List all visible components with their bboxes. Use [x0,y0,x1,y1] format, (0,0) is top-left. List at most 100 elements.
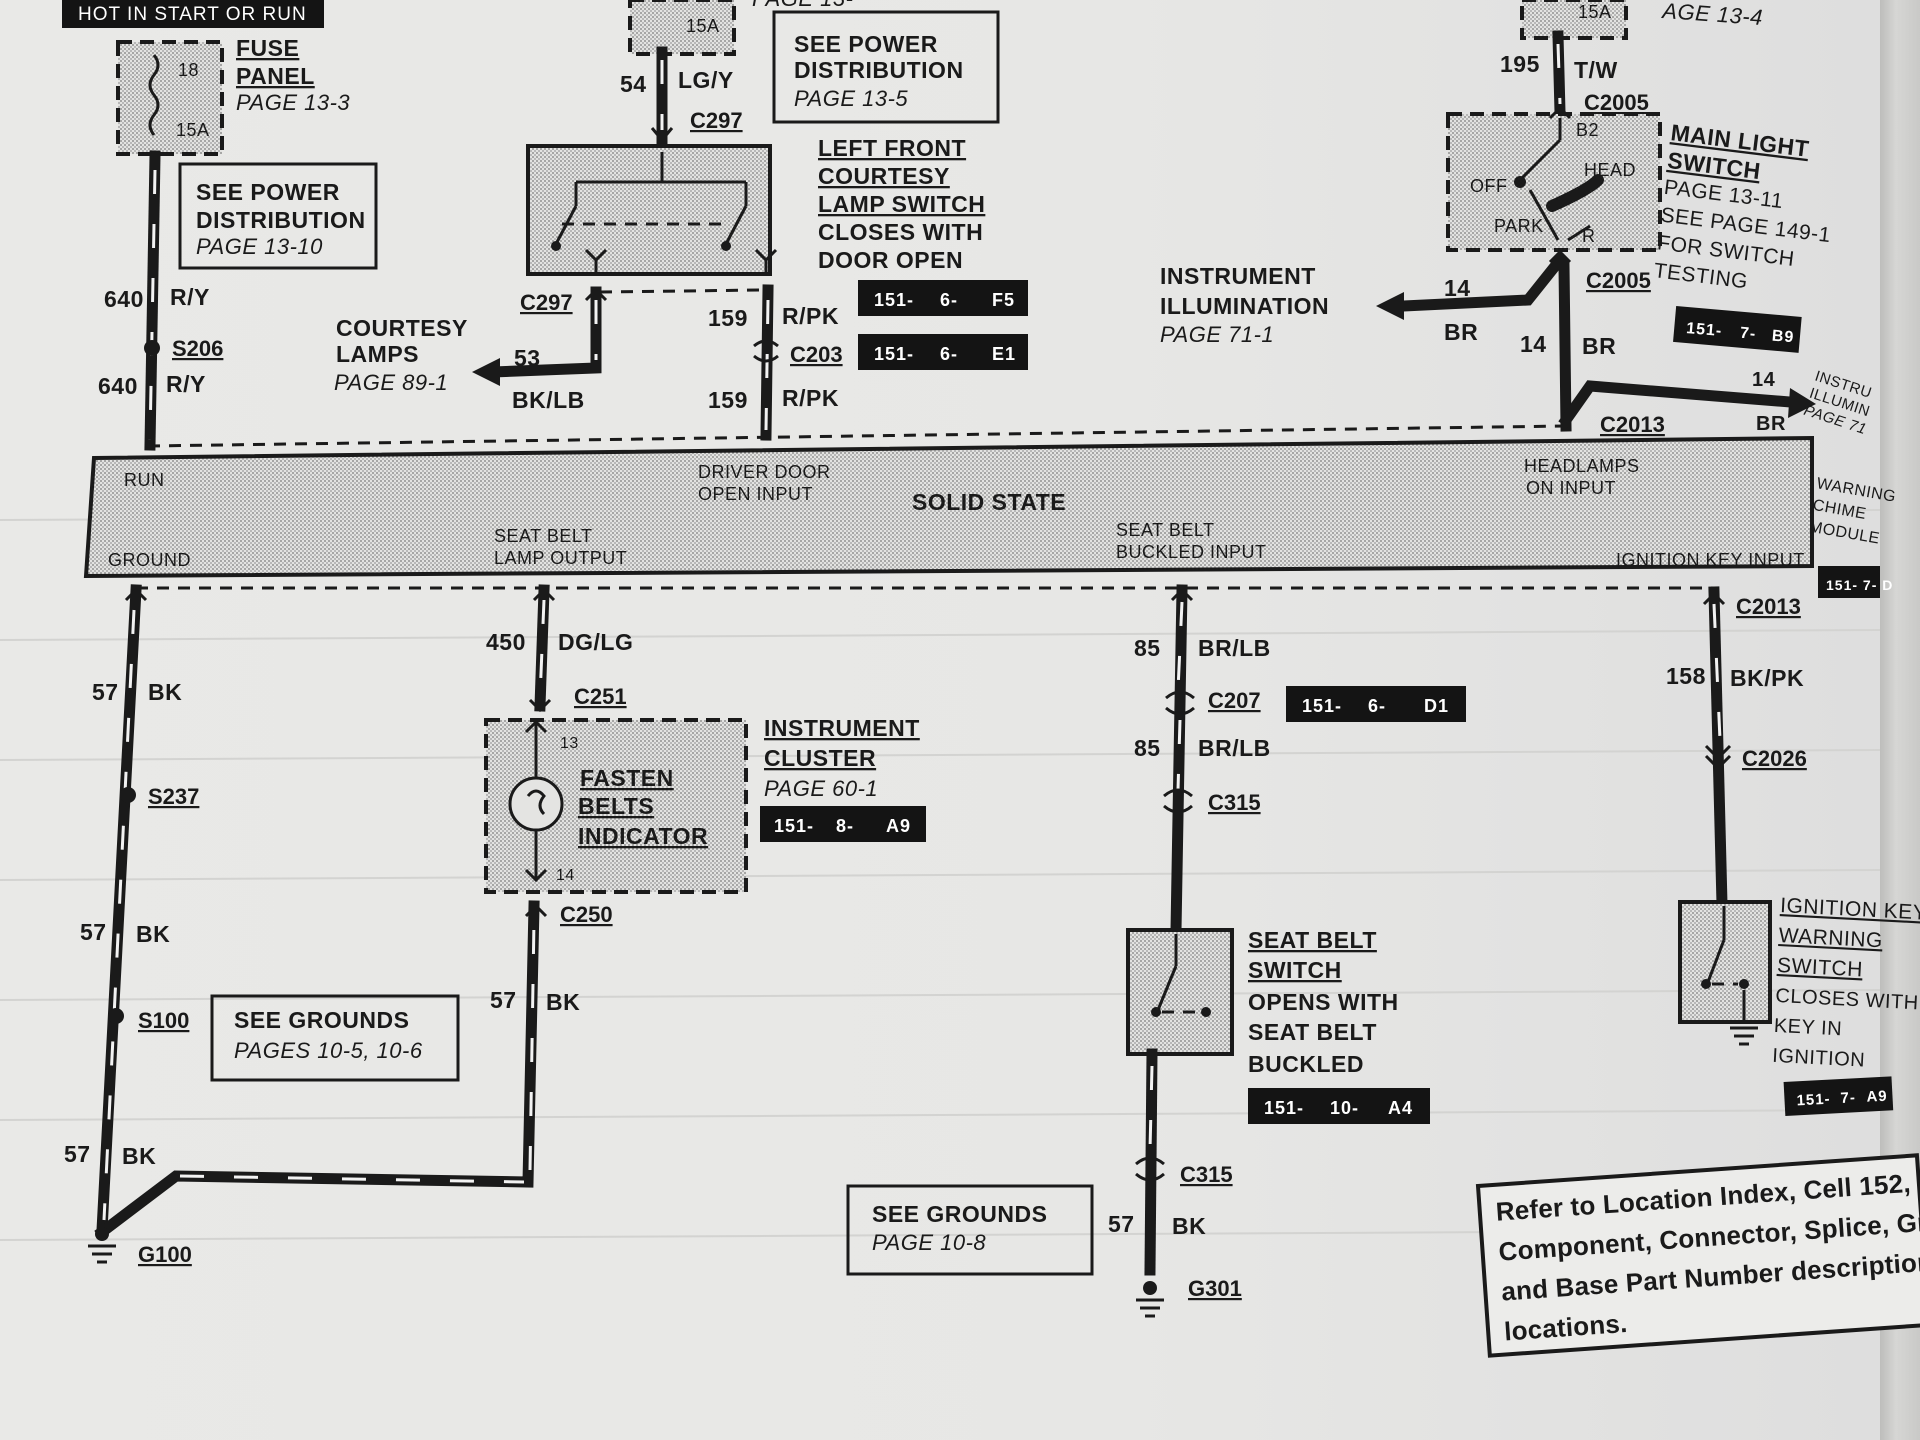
wire-640-color-1: R/Y [170,284,210,310]
seat-belt-switch-desc-2: SEAT BELT [1248,1019,1377,1045]
power-dist-2-line2: DISTRIBUTION [794,57,964,83]
wire-14-color-3: BR [1756,413,1786,435]
wire-158-number: 158 [1666,663,1706,689]
wire-53-color: BK/LB [512,387,585,413]
switch-pos-r: R [1582,226,1596,246]
cluster-pin-14: 14 [556,867,575,884]
top-page-ref-center: PAGE 13- [752,0,853,11]
courtesy-lamps-page: PAGE 89-1 [334,370,448,395]
instrument-cluster-page: PAGE 60-1 [764,776,878,801]
center-fuse-box [628,0,736,56]
power-dist-2-line1: SEE POWER [794,31,938,57]
fuse-panel-title-1: FUSE [236,35,299,61]
page-rules [0,509,1881,1241]
connector-c2026: C2026 [1742,746,1807,771]
wire-640-number-1: 640 [104,286,144,312]
module-title: SOLID STATE [912,489,1066,515]
ref-box-module: 151- 7- D [1826,577,1893,593]
ref-box-a4: 151- 10- A4 [1248,1088,1430,1124]
wire-159-number-2: 159 [708,387,748,413]
seat-belt-switch-desc-1: OPENS WITH [1248,989,1399,1015]
seat-belt-switch-box [1126,928,1234,1056]
warning-chime-module [83,435,1814,579]
courtesy-switch-title-1: LEFT FRONT [818,135,966,161]
connector-c315: C315 [1180,1162,1233,1187]
svg-text:6-: 6- [940,344,958,364]
splice-s206: S206 [172,336,223,361]
wire-57-color-4: BK [546,989,580,1015]
wire-158 [1708,586,1728,910]
module-driver-door-2: OPEN INPUT [698,484,813,504]
illumination-arrow [1376,292,1404,320]
ref-box-a9: 151- 8- A9 [760,806,926,842]
see-grounds-2-box [846,1184,1094,1276]
power-dist-1-line1: SEE POWER [196,179,340,205]
module-headlamps-2: ON INPUT [1526,478,1616,498]
power-dist-2-box [772,10,1000,124]
splice-s100-dot [108,1008,124,1024]
courtesy-lamps-1: COURTESY [336,315,468,341]
svg-text:7-: 7- [1840,1089,1856,1107]
fuse-panel-page: PAGE 13-3 [236,90,350,115]
ref-box-b9: 151- 7- B9 [1673,306,1802,353]
power-dist-1-page: PAGE 13-10 [196,234,323,259]
wire-14-number-1: 14 [1444,275,1471,301]
connector-c2005-top: C2005 [1584,90,1649,115]
ref-box-f5: 151- 6- F5 [858,280,1028,316]
connector-c207: C207 [1208,688,1261,713]
wire-158-color: BK/PK [1730,665,1804,691]
svg-text:E1: E1 [992,344,1016,364]
wire-640-number-2: 640 [98,373,138,399]
wire-159-color-1: R/PK [782,303,839,329]
wire-159-color-2: R/PK [782,385,839,411]
wire-85-color-1: BR/LB [1198,635,1271,661]
svg-text:151-: 151- [1264,1098,1304,1118]
wire-195-color: T/W [1574,57,1618,83]
module-ignition-key-input: IGNITION KEY INPUT [1616,550,1805,570]
fasten-belts-3: INDICATOR [578,823,708,849]
wire-57-color-1: BK [148,679,182,705]
wire-450-number: 450 [486,629,526,655]
svg-text:151-: 151- [1686,320,1723,340]
wire-14-down [1558,260,1572,432]
courtesy-switch-desc-1: CLOSES WITH [818,219,983,245]
fasten-belts-2: BELTS [578,793,654,819]
courtesy-lamps-arrow [472,358,500,386]
wire-14-color-1: BR [1444,319,1478,345]
ref-box-a9-ignition: 151- 7- A9 [1783,1076,1894,1116]
power-dist-2-page: PAGE 13-5 [794,86,908,111]
module-side-2: CHIME [1811,497,1867,523]
svg-text:151-: 151- [1796,1091,1831,1110]
switch-pos-off: OFF [1470,176,1508,196]
power-dist-1-line2: DISTRIBUTION [196,207,366,233]
module-seat-belt-buckled-2: BUCKLED INPUT [1116,542,1267,562]
module-ground: GROUND [108,550,191,570]
fuse-rating: 15A [176,120,210,140]
see-grounds-1-title: SEE GROUNDS [234,1007,409,1033]
seat-belt-switch-desc-3: BUCKLED [1248,1051,1364,1077]
wire-57-color-5: BK [1172,1213,1206,1239]
wire-57-number-4: 57 [490,987,517,1013]
ignition-switch-desc-3: IGNITION [1772,1045,1866,1072]
wire-85 [1170,584,1188,936]
fuse-panel-box [116,40,224,156]
cluster-pin-13: 13 [560,735,579,752]
center-fuse-rating: 15A [686,16,720,36]
module-headlamps-1: HEADLAMPS [1524,456,1640,476]
svg-text:F5: F5 [992,290,1015,310]
module-side-3: MODULE [1808,519,1881,548]
instrument-cluster-title-2: CLUSTER [764,745,876,771]
instrument-illumination-page: PAGE 71-1 [1160,322,1274,347]
fasten-belts-1: FASTEN [580,765,674,791]
instrument-illumination-1: INSTRUMENT [1160,263,1316,289]
ignition-ground-icon [1730,1026,1758,1046]
ignition-switch-desc-1: CLOSES WITH [1775,985,1919,1014]
wire-57-cluster-ground [94,900,540,1240]
wire-57-color-2: BK [136,921,170,947]
svg-text:D1: D1 [1424,696,1449,716]
wire-450-color: DG/LG [558,629,633,655]
wire-57-color-3: BK [122,1143,156,1169]
connector-c203: C203 [790,342,843,367]
